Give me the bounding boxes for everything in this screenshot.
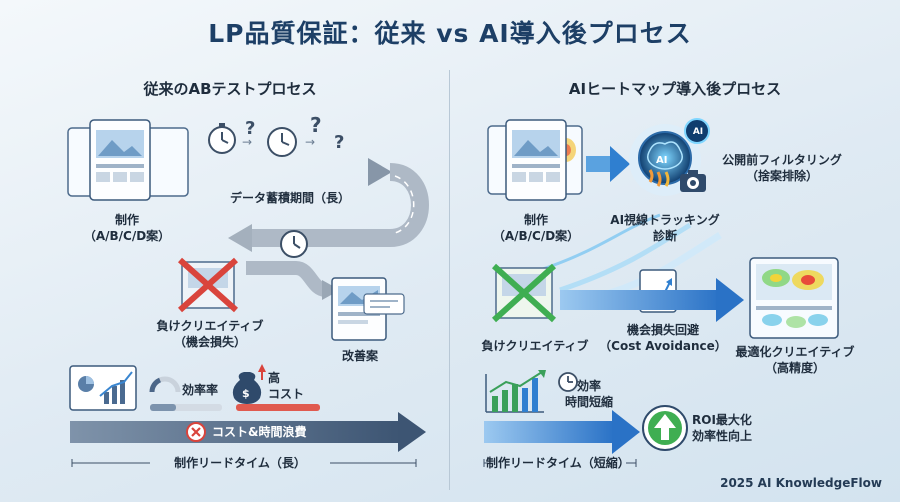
money-bag-icon: $ (232, 364, 266, 404)
blue-arrow-to-ai (586, 146, 630, 182)
right-losing-creative-label: 負けクリエイティブ (481, 339, 589, 353)
svg-text:?: ? (245, 118, 255, 139)
eye-tracking-label: AI視線トラッキング 診断 (610, 213, 720, 243)
waste-label: コスト&時間浪費 (212, 425, 307, 439)
lp-mockups-icon (67, 119, 189, 201)
roi-up-icon (642, 405, 688, 451)
waste-arrow (70, 412, 426, 452)
section-divider (449, 70, 450, 490)
svg-text:AI: AI (656, 155, 667, 166)
clock-icon (267, 127, 297, 157)
efficiency-time-label: 効率 時間短縮 (564, 379, 613, 409)
ai-badge: AI (692, 127, 704, 137)
efficiency-clock-icon (558, 372, 578, 392)
stopwatch-icon (208, 123, 236, 154)
svg-text:$: $ (242, 387, 250, 400)
footer-credit: 2025 AI KnowledgeFlow (720, 476, 882, 490)
svg-text:→: → (305, 135, 315, 149)
losing-creative-label: 負けクリエイティブ （機会損失） (156, 319, 264, 349)
improved-page-icon (331, 277, 405, 341)
losing-creative-green-x-icon (491, 263, 557, 323)
blue-main-arrow (560, 278, 744, 322)
dashboard-chart-icon (69, 365, 137, 411)
growth-chart-icon (485, 370, 546, 413)
right-section-title: AIヒートマップ導入後プロセス (568, 80, 782, 98)
svg-text:?: ? (310, 113, 322, 137)
improved-label: 改善案 (341, 349, 378, 363)
left-section-title: 従来のABテストプロセス (143, 80, 317, 98)
process-road-arrow (160, 158, 429, 300)
efficiency-gauge-icon (149, 376, 181, 393)
optimized-heatmap-icon (749, 257, 839, 339)
timer-clock-icon (280, 230, 308, 258)
roi-label: ROI最大化 効率性向上 (692, 413, 753, 443)
cost-bar-fill (236, 404, 320, 411)
left-production-label: 制作 （A/B/C/D案） (83, 213, 171, 243)
left-lead-time-label: 制作リードタイム（長） (174, 456, 306, 470)
ai-lp-mockups-icon (487, 119, 583, 201)
data-period-label: データ蓄積期間（長） (229, 191, 350, 205)
efficiency-rate-label: 効率率 (182, 383, 219, 397)
optimized-creative-label: 最適化クリエイティブ （高精度） (735, 345, 855, 375)
svg-text:→: → (242, 135, 252, 149)
page-title: LP品質保証：従来 vs AI導入後プロセス (208, 19, 692, 48)
right-production-label: 制作 （A/B/C/D案） (492, 213, 580, 243)
svg-text:?: ? (334, 132, 344, 153)
high-cost-label: 高 コスト (268, 371, 305, 401)
cost-avoidance-label: 機会損失回避 （Cost Avoidance） (599, 323, 727, 353)
efficiency-bar-fill (150, 404, 176, 411)
short-lead-time-arrow (484, 410, 640, 454)
prefilter-label: 公開前フィルタリング （捨案排除） (722, 153, 842, 183)
right-lead-time-label: 制作リードタイム（短縮） (486, 456, 630, 470)
camera-icon (680, 170, 706, 192)
losing-creative-red-x-icon (178, 257, 238, 313)
